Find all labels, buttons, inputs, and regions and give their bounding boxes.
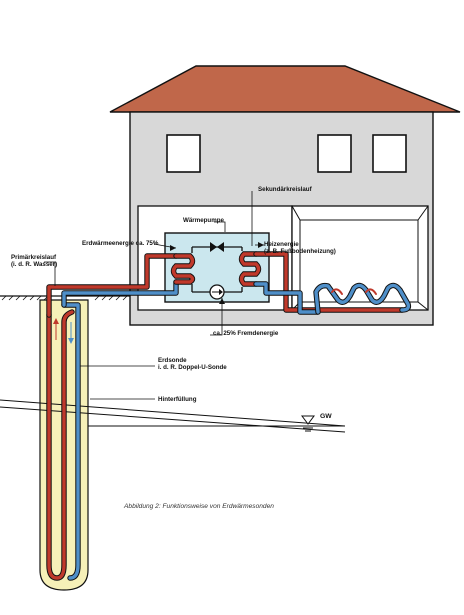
- bowtie-valve-icon: [210, 242, 224, 252]
- figure-caption: Abbildung 2: Funktionsweise von Erdwärme…: [123, 503, 274, 510]
- label-heiz-1: Heizenergie: [264, 241, 299, 248]
- label-fremd: ca. 25% Fremdenergie: [213, 330, 279, 337]
- arrow-head-fremd: [219, 298, 225, 304]
- flow-arrow-down: [68, 322, 74, 344]
- groundwater-line-2: [0, 406, 346, 433]
- label-gw: GW: [320, 413, 332, 420]
- label-primaer-1: Primärkreislauf: [11, 254, 57, 261]
- secondary-circuit: [253, 251, 405, 315]
- condenser-coil: [238, 251, 262, 287]
- primary-circuit: [46, 253, 179, 318]
- label-erdsonde-1: Erdsonde: [158, 357, 187, 364]
- label-erdwaerme: Erdwärmeenergie ca. 75%: [82, 240, 159, 247]
- evaporator-coil: [170, 253, 196, 285]
- heated-room: [291, 205, 429, 311]
- groundwater-line: [0, 399, 346, 427]
- label-primaer-2: (i. d. R. Wasser): [11, 261, 57, 268]
- label-hinterfuellung: Hinterfüllung: [158, 396, 197, 403]
- groundwater-triangle-icon: [301, 415, 315, 432]
- window-right: [372, 134, 407, 173]
- arrow-head-erdwaerme: [170, 245, 176, 251]
- label-sekundaer: Sekundärkreislauf: [258, 186, 313, 193]
- probe-pipes: [46, 302, 81, 581]
- label-waermepumpe: Wärmepumpe: [183, 217, 224, 224]
- circulation-pump-icon: [209, 284, 225, 300]
- ground-surface: [0, 295, 130, 301]
- label-erdsonde-2: i. d. R. Doppel-U-Sonde: [158, 364, 227, 371]
- floor-heating-coil: [313, 282, 412, 315]
- flow-arrow-up: [53, 318, 59, 340]
- label-heiz-2: (z. B. Fußbodenheizung): [264, 248, 336, 255]
- arrow-head-heiz: [258, 242, 264, 248]
- window-left: [166, 134, 201, 173]
- window-middle: [317, 134, 352, 173]
- roof: [109, 65, 461, 113]
- leader-lines: [44, 191, 264, 400]
